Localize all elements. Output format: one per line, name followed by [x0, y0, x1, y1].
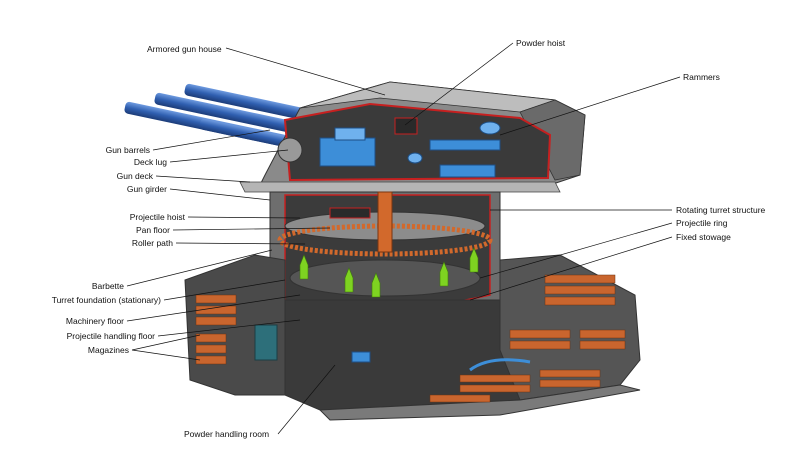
label-projectile-handling-floor: Projectile handling floor [67, 331, 156, 341]
label-armored-gun-house: Armored gun house [147, 44, 222, 54]
lower-machinery [351, 351, 371, 363]
label-machinery-floor: Machinery floor [66, 316, 124, 326]
turret-cylinder-shape [269, 191, 501, 317]
label-powder-hoist: Powder hoist [516, 38, 566, 48]
label-turret-foundation: Turret foundation (stationary) [52, 295, 161, 305]
label-projectile-hoist: Projectile hoist [130, 212, 186, 222]
label-roller-path: Roller path [132, 238, 173, 248]
label-gun-deck: Gun deck [117, 171, 154, 181]
label-powder-handling-room: Powder handling room [184, 429, 269, 439]
label-pan-floor: Pan floor [136, 225, 170, 235]
powder-conveyor [469, 358, 531, 372]
gun-house-shape [259, 81, 586, 186]
label-rammers: Rammers [683, 72, 720, 82]
label-fixed-stowage: Fixed stowage [676, 232, 731, 242]
label-gun-barrels: Gun barrels [106, 145, 150, 155]
left-compartment-door [254, 324, 278, 361]
label-rotating-turret-structure: Rotating turret structure [676, 205, 766, 215]
label-projectile-ring: Projectile ring [676, 218, 728, 228]
right-magazine-stowage [429, 274, 626, 403]
label-barbette: Barbette [92, 281, 124, 291]
gun-deck-shape [239, 181, 561, 193]
label-deck-lug: Deck lug [134, 157, 167, 167]
label-magazines: Magazines [88, 345, 129, 355]
leader-lines [126, 42, 681, 435]
label-gun-girder: Gun girder [127, 184, 167, 194]
left-magazine-stowage [195, 294, 237, 365]
